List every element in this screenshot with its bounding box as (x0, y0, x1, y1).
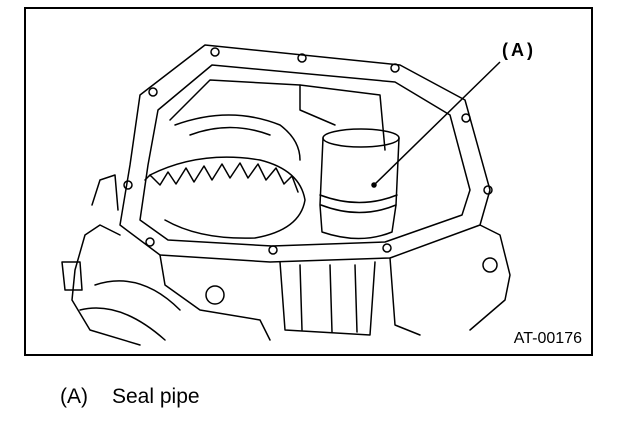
ring-gear (149, 156, 306, 239)
legend-text: Seal pipe (112, 385, 200, 408)
seal-pipe-body (319, 137, 400, 240)
bolt-holes (123, 47, 493, 255)
gasket-flange-outer (119, 44, 491, 263)
figure-frame (24, 7, 593, 356)
legend-key: (A) (60, 385, 88, 408)
callout-leader-line (374, 61, 501, 185)
gasket-flange-inner (139, 64, 471, 247)
transmission-case-drawing (61, 44, 511, 346)
figure-id: AT-00176 (513, 330, 582, 347)
seal-pipe-top (322, 128, 400, 148)
callout-label-a: (A) (502, 40, 536, 60)
legend: (A) Seal pipe (60, 385, 200, 409)
